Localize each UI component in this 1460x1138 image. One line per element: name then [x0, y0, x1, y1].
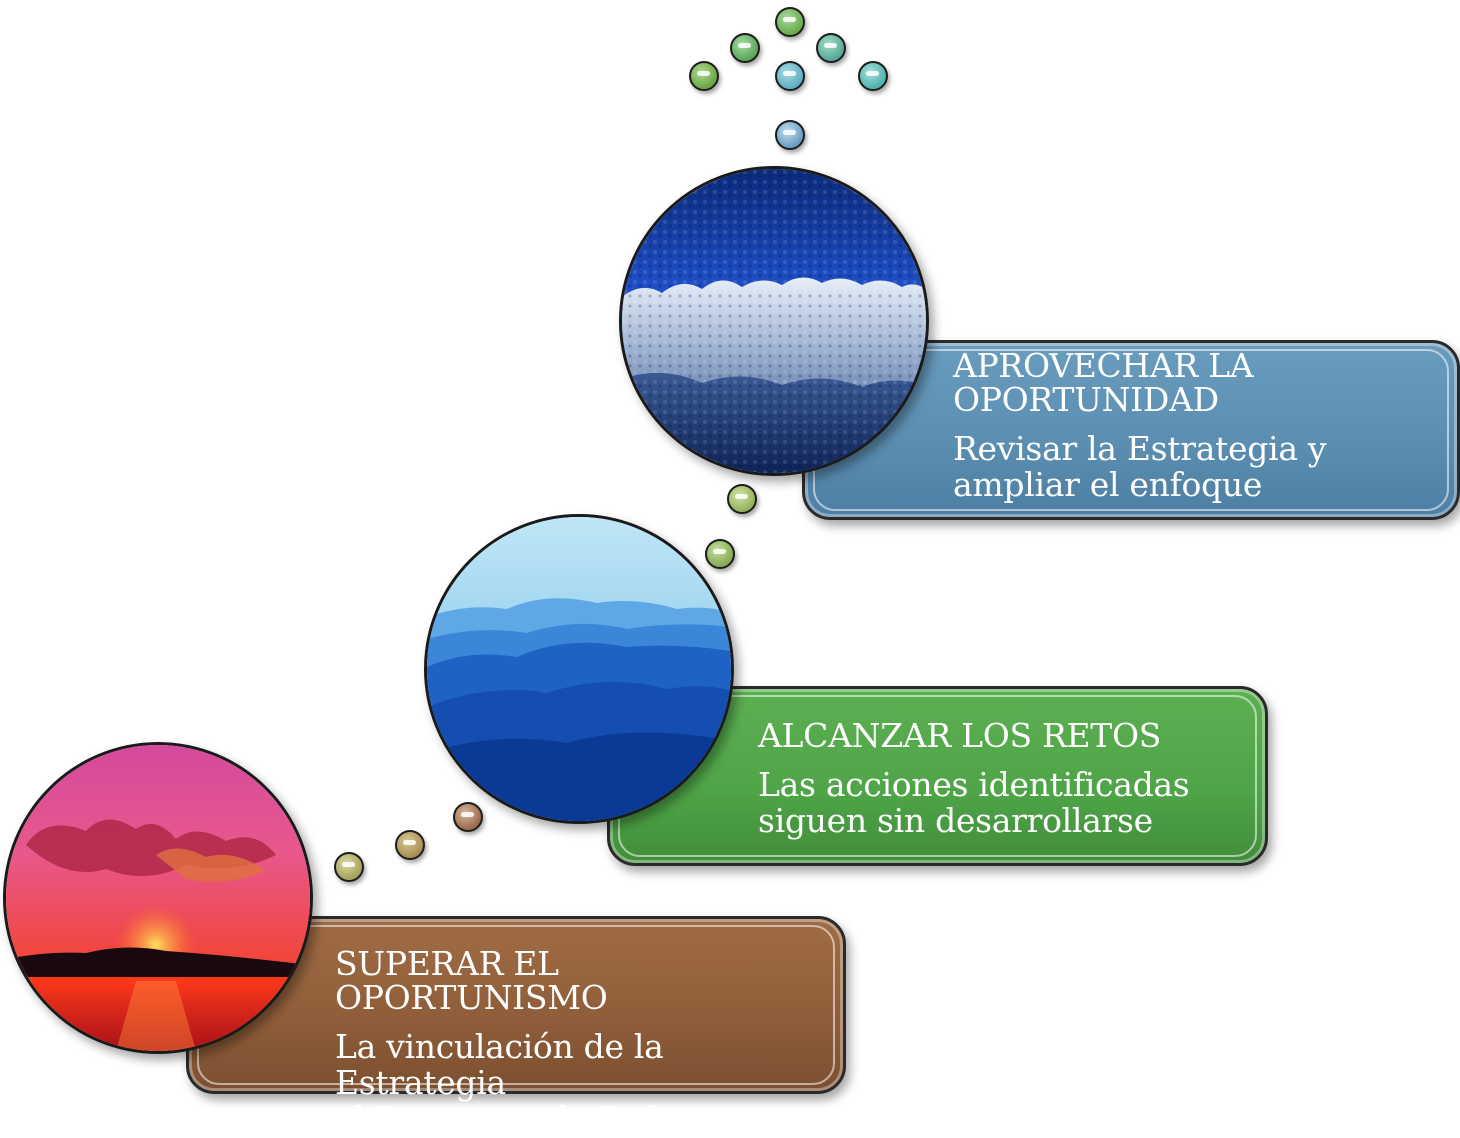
step-description-line: La vinculación de la Estrategia	[335, 1027, 664, 1102]
step-description: Las acciones identificadas siguen sin de…	[758, 767, 1238, 839]
step-description: La vinculación de la Estrategia al Progr…	[335, 1029, 835, 1137]
bubble	[775, 7, 805, 37]
step-description-line: ampliar el enfoque	[953, 465, 1263, 504]
bubble	[858, 61, 888, 91]
bubble	[730, 33, 760, 63]
bubble	[689, 61, 719, 91]
step-title: ALCANZAR LOS RETOS	[758, 716, 1162, 755]
step-description-line: siguen sin desarrollarse	[758, 801, 1153, 840]
bubble	[334, 852, 364, 882]
bubble	[727, 484, 757, 514]
sunset-image	[3, 742, 313, 1054]
step-text: APROVECHAR LA OPORTUNIDAD Revisar la Est…	[953, 349, 1353, 503]
step-title: SUPERAR EL OPORTUNISMO	[335, 944, 608, 1017]
step-title-line: APROVECHAR LA	[953, 346, 1254, 385]
step-description-line: Revisar la Estrategia y	[953, 429, 1327, 468]
step-text: SUPERAR EL OPORTUNISMO La vinculación de…	[335, 947, 835, 1137]
step-description-line: Las acciones identificadas	[758, 765, 1190, 804]
step-description-line: al Programa de Reformas	[335, 1099, 756, 1138]
bubble	[816, 33, 846, 63]
forest-image	[619, 166, 929, 476]
step-title-line: OPORTUNIDAD	[953, 380, 1219, 419]
step-text: ALCANZAR LOS RETOS Las acciones identifi…	[758, 719, 1238, 839]
bubble	[395, 830, 425, 860]
bubble	[775, 120, 805, 150]
mountains-image	[424, 514, 734, 824]
bubble	[775, 61, 805, 91]
step-title: APROVECHAR LA OPORTUNIDAD	[953, 349, 1353, 417]
step-description: Revisar la Estrategia y ampliar el enfoq…	[953, 431, 1353, 503]
bubble	[453, 802, 483, 832]
diagram-canvas: APROVECHAR LA OPORTUNIDAD Revisar la Est…	[3, 7, 1460, 1094]
bubble	[705, 539, 735, 569]
